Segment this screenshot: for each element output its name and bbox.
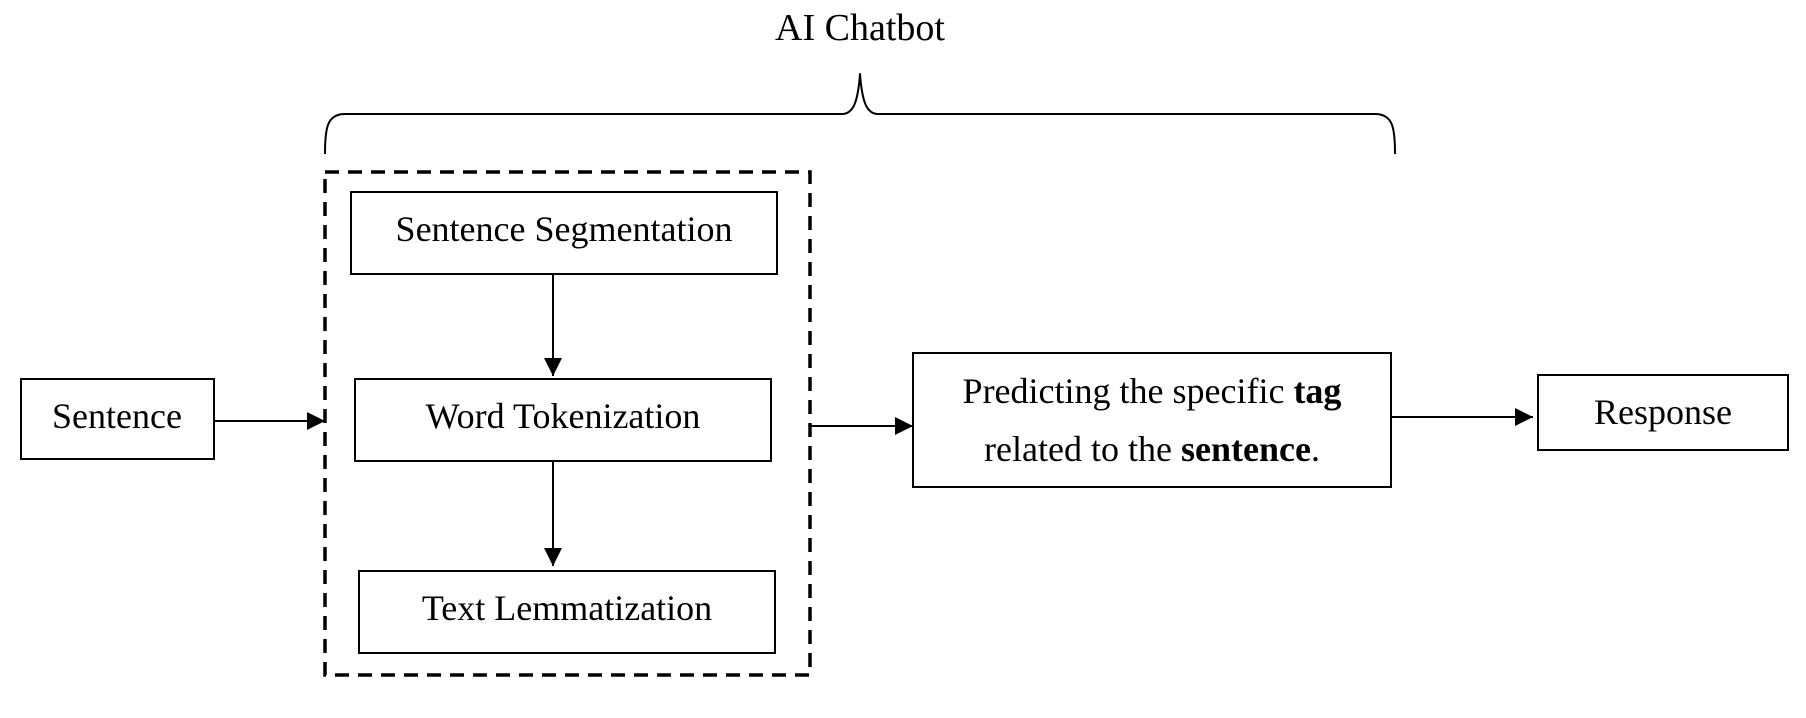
lemmatization-label: Text Lemmatization: [422, 588, 712, 628]
diagram-title: AI Chatbot: [775, 7, 945, 49]
sentence-label: Sentence: [52, 396, 182, 436]
chatbot-brace: [324, 73, 1396, 155]
lemmatization-node: Text Lemmatization: [358, 570, 776, 654]
response-label: Response: [1594, 392, 1732, 432]
preprocessing-group: [323, 170, 812, 677]
tokenization-label: Word Tokenization: [426, 396, 701, 436]
prediction-node: Predicting the specific tag related to t…: [912, 352, 1392, 488]
tokenization-node: Word Tokenization: [354, 378, 772, 462]
segmentation-label: Sentence Segmentation: [396, 209, 733, 249]
response-node: Response: [1537, 374, 1789, 451]
prediction-label-line2: related to the sentence.: [984, 429, 1320, 469]
prediction-label-line1: Predicting the specific tag: [963, 371, 1342, 411]
segmentation-node: Sentence Segmentation: [350, 191, 778, 275]
sentence-node: Sentence: [20, 378, 215, 460]
